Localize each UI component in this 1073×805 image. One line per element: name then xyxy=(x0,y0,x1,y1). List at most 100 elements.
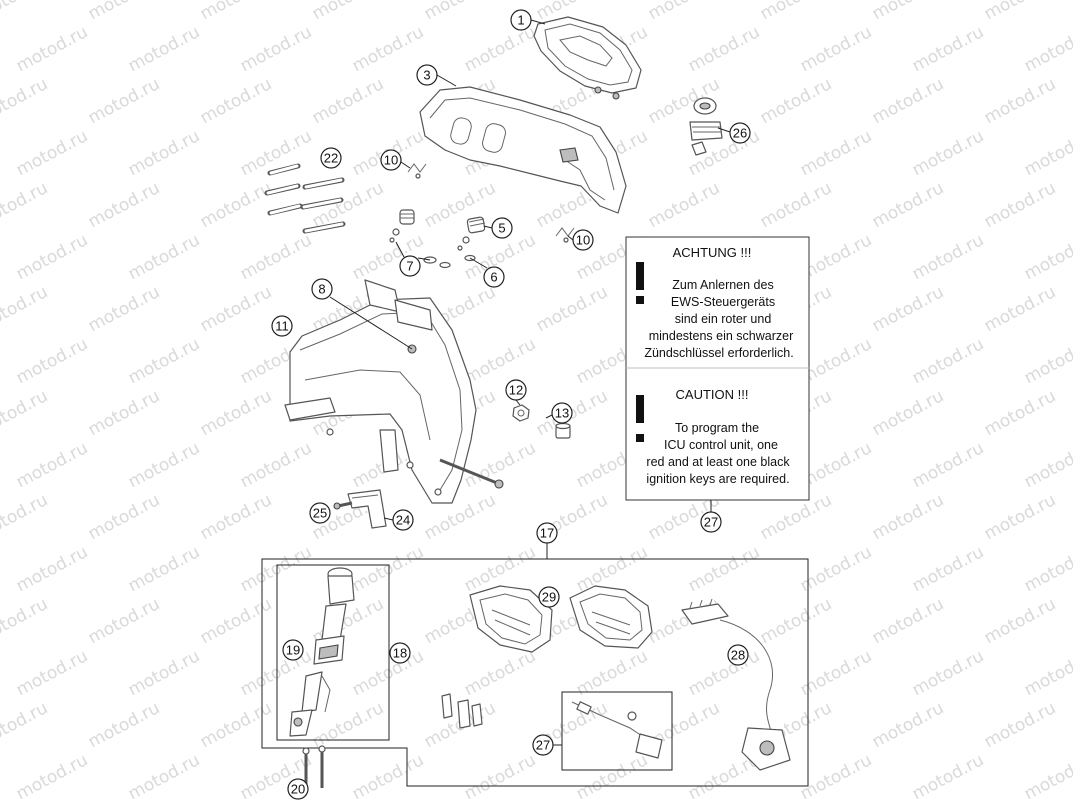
watermark-text: motod.ru xyxy=(1021,230,1073,284)
callout-7: 7 xyxy=(399,255,421,277)
watermark-text: motod.ru xyxy=(757,74,835,128)
watermark-text: motod.ru xyxy=(909,22,987,76)
watermark-text: motod.ru xyxy=(85,490,163,544)
watermark-text: motod.ru xyxy=(197,490,275,544)
callout-label: 6 xyxy=(490,270,497,285)
watermark-text: motod.ru xyxy=(981,178,1059,232)
watermark-text: motod.ru xyxy=(309,0,387,24)
watermark-text: motod.ru xyxy=(573,750,651,804)
watermark-text: motod.ru xyxy=(13,230,91,284)
watermark-text: motod.ru xyxy=(85,594,163,648)
watermark-text: motod.ru xyxy=(797,750,875,804)
callout-27-cable: 27 xyxy=(532,734,554,756)
callout-3: 3 xyxy=(416,64,438,86)
callout-label: 26 xyxy=(733,126,747,141)
callout-label: 28 xyxy=(731,648,745,663)
watermark-text: motod.ru xyxy=(461,334,539,388)
kit-outline xyxy=(261,558,809,787)
watermark-text: motod.ru xyxy=(909,230,987,284)
callout-26: 26 xyxy=(729,122,751,144)
watermark-text: motod.ru xyxy=(421,0,499,24)
callout-22: 22 xyxy=(320,147,342,169)
callout-label: 11 xyxy=(275,319,289,334)
clip-lower xyxy=(555,227,575,243)
cable-connectors xyxy=(441,693,483,729)
antenna-cable xyxy=(571,701,663,759)
watermark-text: motod.ru xyxy=(909,334,987,388)
warning-line-de: Zum Anlernen des xyxy=(672,278,773,292)
watermark-text: motod.ru xyxy=(85,0,163,24)
watermark-text: motod.ru xyxy=(197,594,275,648)
warning-title-de: ACHTUNG !!! xyxy=(673,245,752,260)
watermark-text: motod.ru xyxy=(0,0,51,24)
watermark-text: motod.ru xyxy=(1021,750,1073,804)
callout-1: 1 xyxy=(510,9,532,31)
headlight-mask-bracket xyxy=(419,86,627,214)
watermark-text: motod.ru xyxy=(125,438,203,492)
callout-label: 27 xyxy=(536,738,550,753)
watermark-text: motod.ru xyxy=(869,386,947,440)
watermark-text: motod.ru xyxy=(13,438,91,492)
callout-18: 18 xyxy=(389,642,411,664)
watermark-text: motod.ru xyxy=(981,594,1059,648)
callout-label: 7 xyxy=(406,259,413,274)
watermark-text: motod.ru xyxy=(125,646,203,700)
watermark-text: motod.ru xyxy=(981,698,1059,752)
callout-12: 12 xyxy=(505,379,527,401)
warning-line-en: ICU control unit, one xyxy=(664,438,778,452)
callout-8: 8 xyxy=(311,278,333,300)
callout-label: 29 xyxy=(542,590,556,605)
watermark-text: motod.ru xyxy=(237,230,315,284)
watermark-text: motod.ru xyxy=(909,646,987,700)
watermark-text: motod.ru xyxy=(1021,542,1073,596)
watermark-text: motod.ru xyxy=(85,74,163,128)
watermark-text: motod.ru xyxy=(909,126,987,180)
watermark-text: motod.ru xyxy=(13,750,91,804)
callout-10-upper: 10 xyxy=(380,149,402,171)
watermark-text: motod.ru xyxy=(13,646,91,700)
ignition-cable-harness xyxy=(681,598,791,771)
watermark-text: motod.ru xyxy=(869,594,947,648)
long-bolts-set xyxy=(264,163,346,234)
watermark-text: motod.ru xyxy=(85,698,163,752)
callout-20: 20 xyxy=(287,778,309,800)
watermark-text: motod.ru xyxy=(125,750,203,804)
callout-25: 25 xyxy=(309,502,331,524)
warning-line-de: sind ein roter und xyxy=(675,312,772,326)
watermark-text: motod.ru xyxy=(869,490,947,544)
watermark-text: motod.ru xyxy=(0,698,51,752)
watermark-text: motod.ru xyxy=(869,282,947,336)
watermark-text: motod.ru xyxy=(13,126,91,180)
watermark-text: motod.ru xyxy=(13,334,91,388)
watermark-text: motod.ru xyxy=(85,282,163,336)
warning-line-en: ignition keys are required. xyxy=(646,472,789,486)
watermark-text: motod.ru xyxy=(349,22,427,76)
watermark-text: motod.ru xyxy=(197,74,275,128)
watermark-text: motod.ru xyxy=(85,178,163,232)
watermark-text: motod.ru xyxy=(237,542,315,596)
watermark-text: motod.ru xyxy=(0,490,51,544)
callout-label: 19 xyxy=(286,643,300,658)
watermark-text: motod.ru xyxy=(197,0,275,24)
cable-group-outline xyxy=(561,691,673,771)
callout-label: 22 xyxy=(324,151,338,166)
callout-label: 1 xyxy=(517,13,524,28)
watermark-text: motod.ru xyxy=(197,282,275,336)
callout-label: 3 xyxy=(423,68,430,83)
warning-line-de: mindestens ein schwarzer xyxy=(649,329,794,343)
callout-label: 27 xyxy=(704,515,718,530)
callout-label: 8 xyxy=(318,282,325,297)
warning-box: ACHTUNG !!! Zum Anlernen des EWS-Steuerg… xyxy=(625,236,810,501)
watermark-text: motod.ru xyxy=(909,750,987,804)
watermark-text: motod.ru xyxy=(981,386,1059,440)
warning-line-en: To program the xyxy=(675,421,759,435)
watermark-text: motod.ru xyxy=(0,178,51,232)
callout-label: 20 xyxy=(291,782,305,797)
rubber-damper-right xyxy=(457,216,486,251)
watermark-text: motod.ru xyxy=(869,698,947,752)
watermark-text: motod.ru xyxy=(349,750,427,804)
watermark-text: motod.ru xyxy=(1021,646,1073,700)
watermark-text: motod.ru xyxy=(197,386,275,440)
frame-mounting-screw xyxy=(439,458,504,489)
